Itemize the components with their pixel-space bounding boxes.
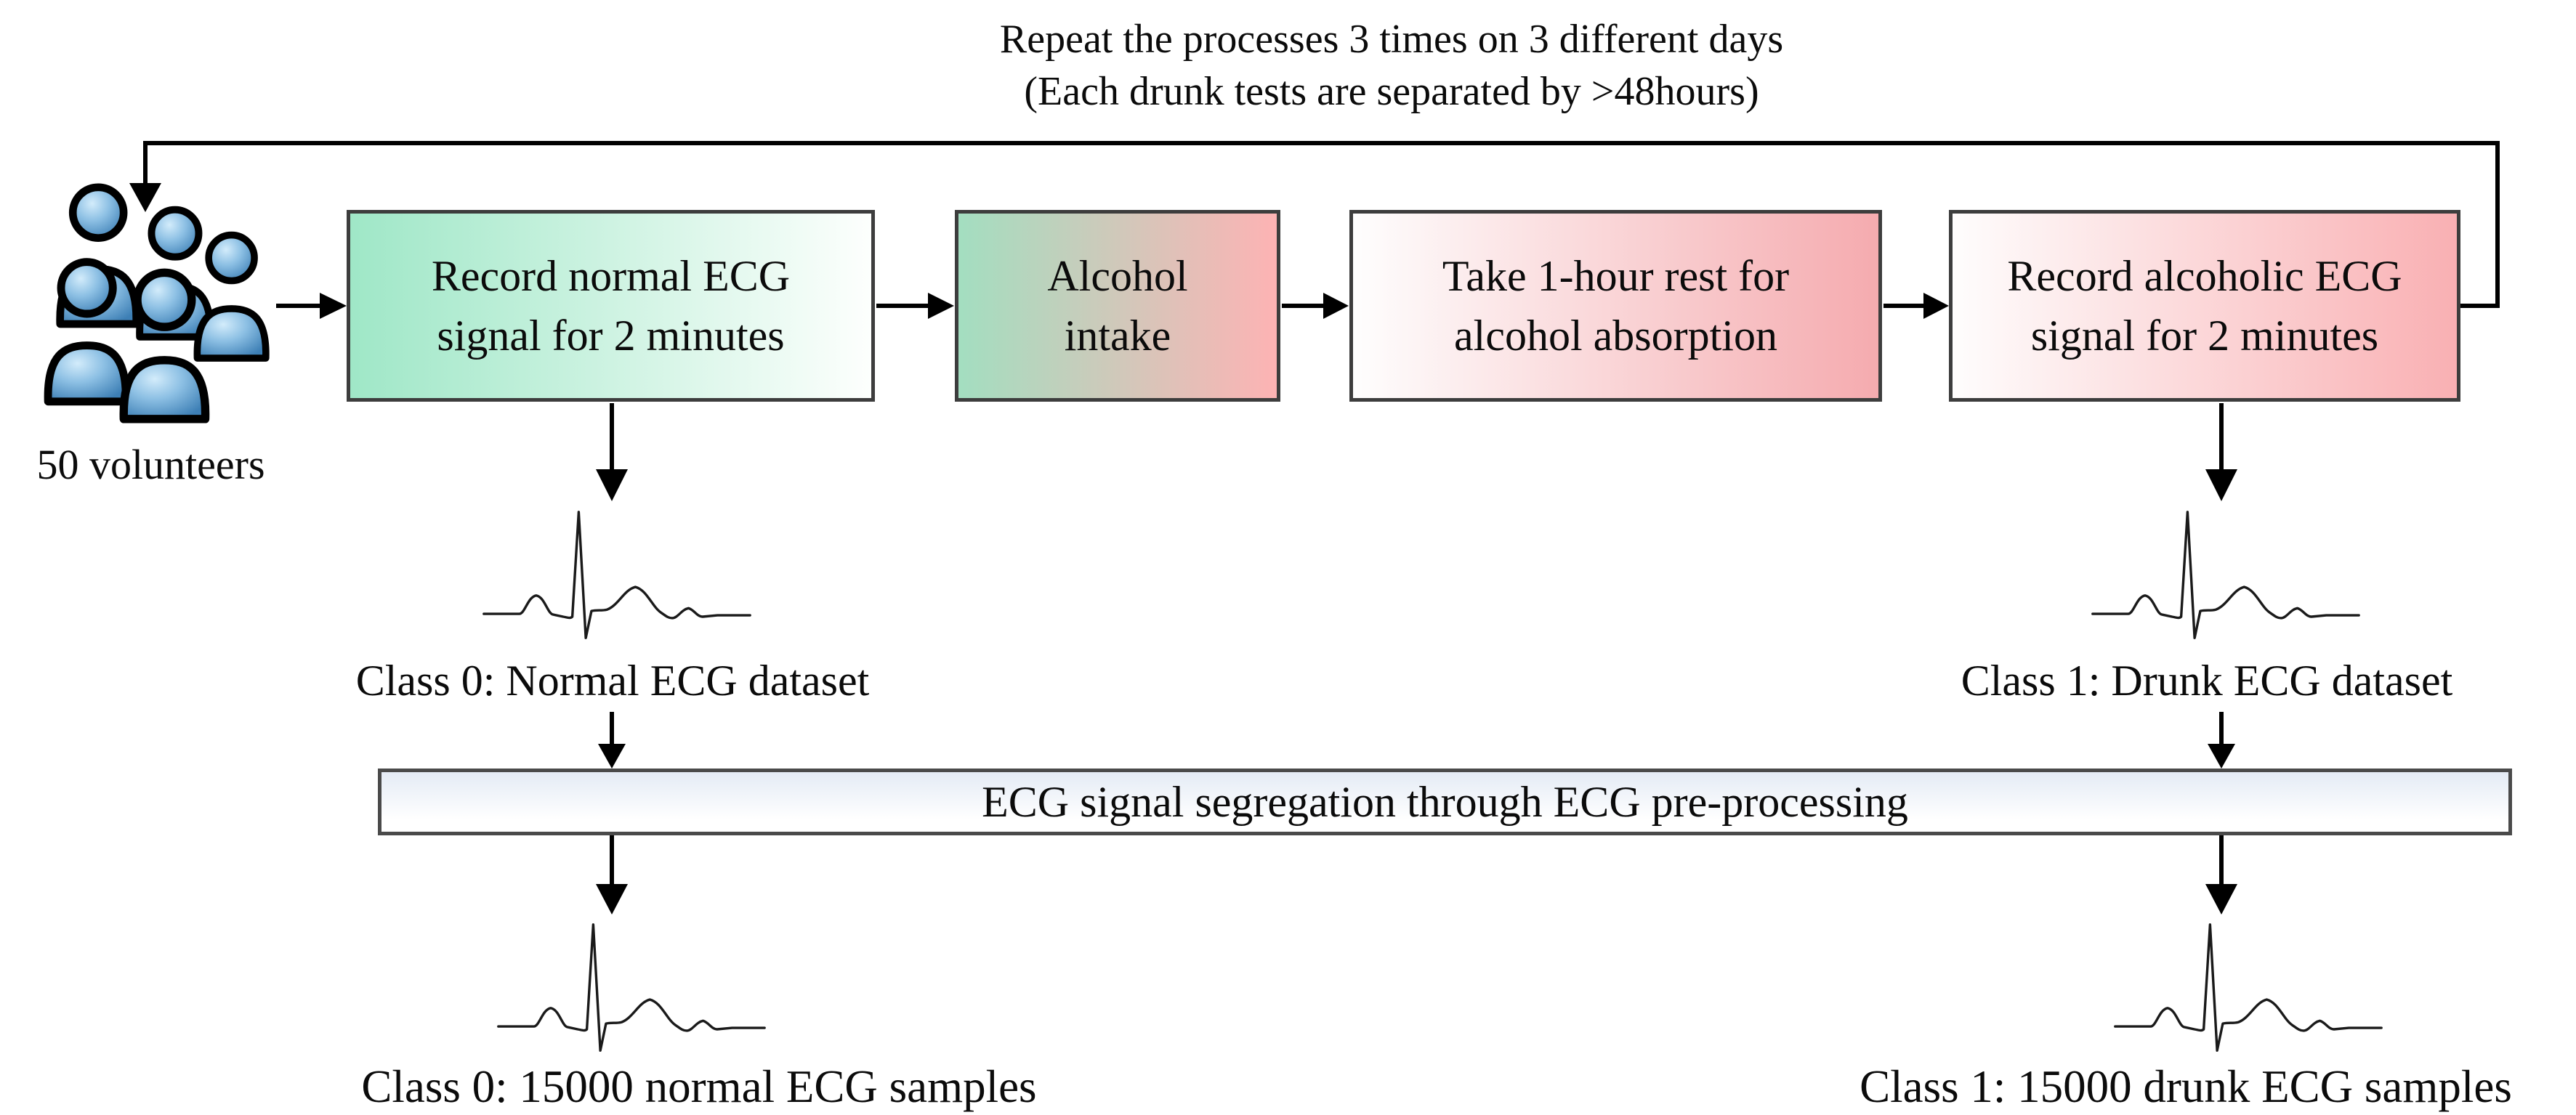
arrow-bar-to-drunk-samples [2205,835,2237,915]
segregation-bar: ECG signal segregation through ECG pre-p… [378,769,2512,835]
normal-dataset-label: Class 0: Normal ECG dataset [355,657,870,705]
ecg-waveform-icon [2091,511,2360,639]
arrow-volunteers-to-box1 [276,293,347,319]
people-group-icon [31,179,270,426]
ecg-waveform-icon [497,923,766,1052]
ecg-waveform-icon [483,511,751,639]
arrow-box1-to-box2 [876,293,954,319]
box-alcohol-intake: Alcohol intake [955,210,1280,402]
box-record-alcoholic-ecg: Record alcoholic ECG signal for 2 minute… [1949,210,2460,402]
arrow-bar-to-normal-samples [596,835,628,915]
volunteers-label: 50 volunteers [36,441,265,488]
repeat-note-line1: Repeat the processes 3 times on 3 differ… [999,17,1784,62]
drunk-samples-label: Class 1: 15000 drunk ECG samples [1860,1061,2512,1112]
arrow-box4-to-drunk-wave [2205,403,2237,501]
arrow-normal-dataset-to-bar [598,712,626,769]
arrow-drunk-dataset-to-bar [2208,712,2235,769]
normal-samples-label: Class 0: 15000 normal ECG samples [361,1061,1037,1112]
drunk-dataset-label: Class 1: Drunk ECG dataset [1961,657,2453,705]
box-record-normal-ecg: Record normal ECG signal for 2 minutes [347,210,875,402]
arrow-box1-to-normal-wave [596,403,628,501]
box-one-hour-rest: Take 1-hour rest for alcohol absorption [1349,210,1882,402]
repeat-note-line2: (Each drunk tests are separated by >48ho… [1024,69,1759,114]
arrow-box3-to-box4 [1883,293,1949,319]
repeat-loop-arrow [129,141,2500,308]
arrow-box2-to-box3 [1282,293,1349,319]
ecg-waveform-icon [2114,923,2383,1052]
